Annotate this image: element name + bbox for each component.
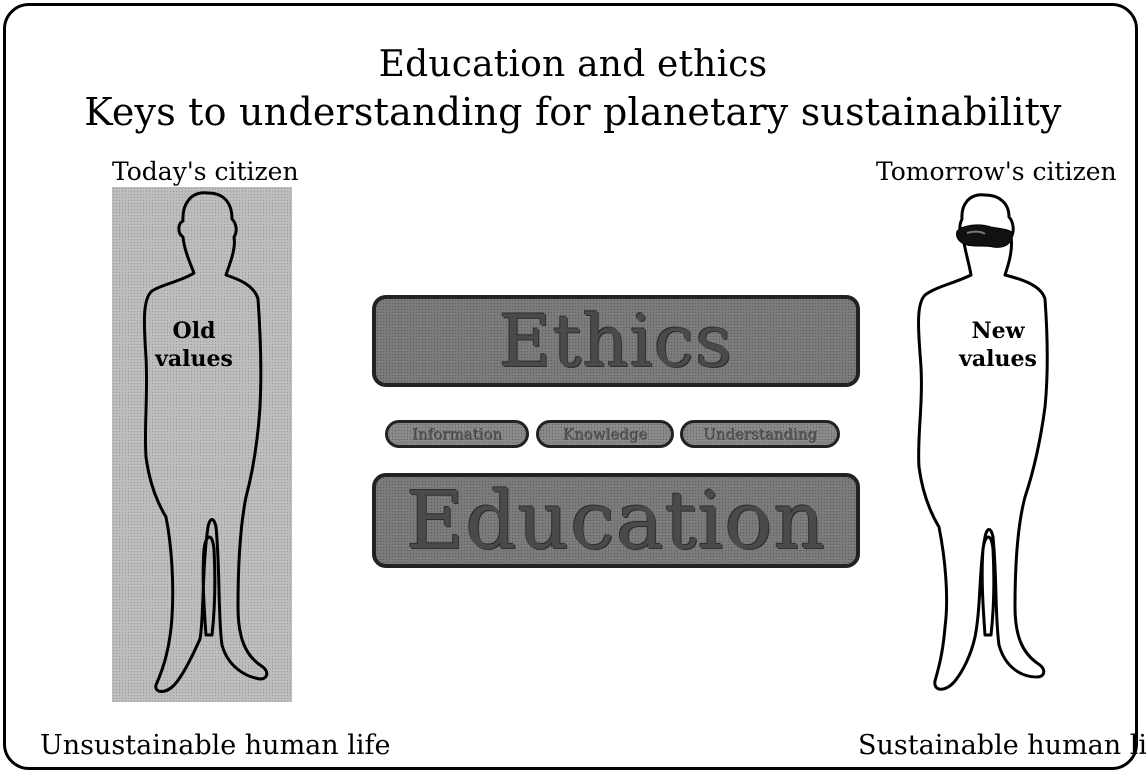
tomorrow-citizen-label: Tomorrow's citizen [876, 157, 1117, 186]
tomorrow-citizen-figure [917, 193, 1049, 691]
goggles-icon [956, 224, 1014, 248]
diagram-frame [3, 3, 1138, 770]
old-values-line-2: values [155, 346, 233, 372]
new-values-text: New values [950, 317, 1046, 373]
today-citizen-figure [142, 191, 269, 693]
title-line-1: Education and ethics [378, 44, 768, 85]
new-values-line-1: New [971, 318, 1025, 344]
new-values-line-2: values [959, 346, 1037, 372]
knowledge-pill: Knowledge [536, 420, 674, 448]
old-values-text: Old values [146, 317, 242, 373]
unsustainable-life-label: Unsustainable human life [40, 730, 391, 761]
title-line-2: Keys to understanding for planetary sust… [84, 90, 1062, 134]
education-box: Education [372, 473, 860, 568]
sustainable-life-label: Sustainable human life [858, 730, 1146, 761]
ethics-box: Ethics [372, 295, 860, 387]
understanding-pill: Understanding [680, 420, 840, 448]
information-pill: Information [385, 420, 529, 448]
today-citizen-label: Today's citizen [112, 157, 299, 186]
old-values-line-1: Old [172, 318, 216, 344]
